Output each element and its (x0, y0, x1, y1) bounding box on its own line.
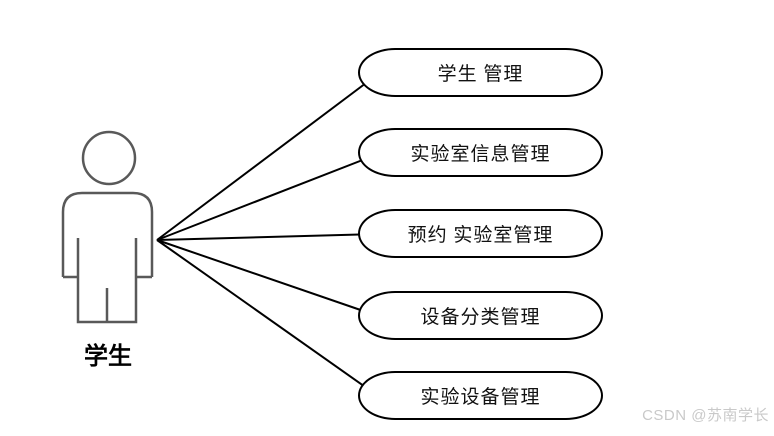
connector-line-equipment-category-management (156, 239, 379, 317)
usecase-label: 设备分类管理 (420, 307, 541, 328)
actor-torso (61, 191, 154, 277)
actor-figure (61, 130, 154, 324)
actor-head (81, 130, 137, 186)
connector-line-lab-equipment-management (156, 239, 379, 397)
usecase-student-management: 学生 管理 (358, 48, 603, 97)
usecase-label: 预约 实验室管理 (407, 225, 554, 246)
usecase-label: 实验设备管理 (420, 387, 541, 408)
connector-lines (156, 73, 379, 397)
usecase-label: 学生 管理 (437, 64, 524, 85)
actor-arm-lines (63, 238, 152, 279)
usecase-lab-info-management: 实验室信息管理 (358, 128, 603, 177)
watermark: CSDN @苏南学长 (642, 407, 769, 424)
usecase-equipment-category-management: 设备分类管理 (358, 291, 603, 340)
connector-line-student-management (156, 73, 379, 241)
connector-line-lab-reservation-management (156, 233, 379, 241)
connector-line-lab-info-management (156, 153, 379, 241)
actor-label: 学生 (84, 343, 132, 370)
usecase-label: 实验室信息管理 (410, 144, 551, 165)
usecase-lab-equipment-management: 实验设备管理 (358, 371, 603, 420)
usecase-lab-reservation-management: 预约 实验室管理 (358, 209, 603, 258)
